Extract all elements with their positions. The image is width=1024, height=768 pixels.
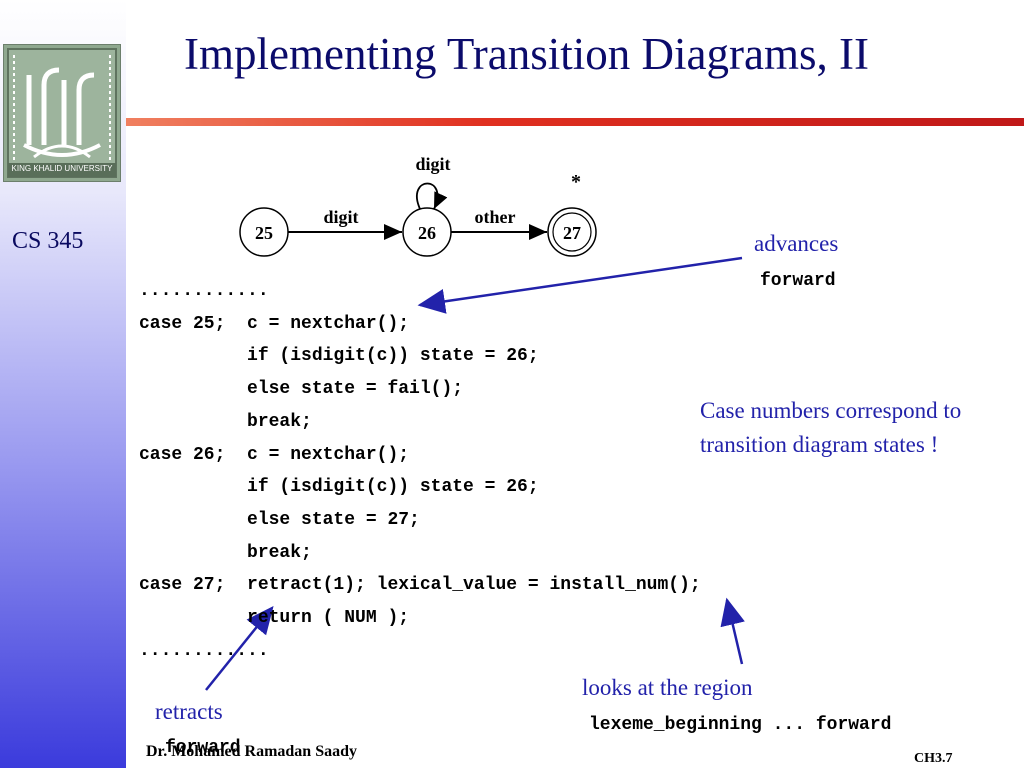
code-line: ............ xyxy=(139,640,269,661)
lexeme-range-note: lexeme_beginning ... forward xyxy=(589,715,892,735)
retracts-note: retracts xyxy=(155,699,223,724)
looks-at-arrow xyxy=(720,597,745,665)
accept-star: * xyxy=(571,171,581,193)
title-divider xyxy=(126,118,1024,126)
footer-author: Dr. Mohamed Ramadan Saady xyxy=(146,743,357,760)
code-line: else state = fail(); xyxy=(139,379,464,400)
state-26-node xyxy=(402,207,452,257)
code-line: ............ xyxy=(139,281,269,301)
edge-26-27-label: other xyxy=(475,207,516,227)
footer-page-number: CH3.7 xyxy=(914,751,953,766)
state-27-accept-ring xyxy=(552,212,592,252)
state-27-node xyxy=(547,207,597,257)
looks-at-note: looks at the region xyxy=(582,675,753,700)
state-25-node xyxy=(239,207,289,257)
code-line: break; xyxy=(139,542,312,563)
university-logo: KING KHALID UNIVERSITY xyxy=(3,44,121,182)
state-26-label: 26 xyxy=(418,223,436,243)
retracts-forward-note: forward xyxy=(165,738,241,758)
loop-26 xyxy=(416,182,448,210)
code-line: case 26; c = nextchar(); xyxy=(139,444,410,465)
loop-26-label: digit xyxy=(415,154,450,174)
edge-25-26-label: digit xyxy=(323,207,358,227)
state-27-label: 27 xyxy=(563,223,581,243)
state-25-label: 25 xyxy=(255,223,273,243)
page-title: Implementing Transition Diagrams, II xyxy=(184,29,869,79)
code-line: return ( NUM ); xyxy=(139,608,410,629)
code-line: if (isdigit(c)) state = 26; xyxy=(139,477,539,498)
code-line: case 27; retract(1); lexical_value = ins… xyxy=(139,575,701,596)
code-line: if (isdigit(c)) state = 26; xyxy=(139,346,539,367)
case-numbers-note: Case numbers correspond to transition di… xyxy=(700,398,962,457)
code-line: else state = 27; xyxy=(139,509,420,530)
advances-note: advances xyxy=(754,231,839,256)
code-line: case 25; c = nextchar(); xyxy=(139,313,410,334)
code-line: break; xyxy=(139,411,312,432)
course-label: CS 345 xyxy=(12,228,84,254)
code-block: ............ case 25; c = nextchar(); if … xyxy=(139,275,701,667)
logo-text: KING KHALID UNIVERSITY xyxy=(11,164,113,173)
advances-forward-note: forward xyxy=(760,271,836,291)
